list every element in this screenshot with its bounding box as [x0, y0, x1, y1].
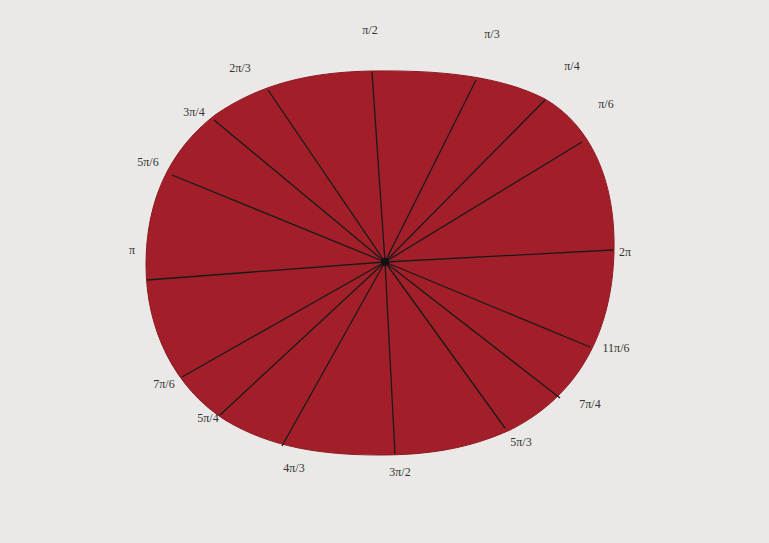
sector-lines — [147, 72, 613, 454]
angle-label: 3π/2 — [389, 466, 410, 478]
angle-label: 5π/6 — [137, 156, 158, 168]
angle-label: π/3 — [484, 28, 499, 40]
angle-label: 11π/6 — [603, 342, 630, 354]
angle-label: π/4 — [564, 60, 579, 72]
center-pin — [381, 258, 389, 266]
angle-label: 4π/3 — [283, 462, 304, 474]
angle-label: 5π/4 — [197, 412, 218, 424]
angle-label: 7π/4 — [579, 398, 600, 410]
angle-label: 2π/3 — [229, 62, 250, 74]
angle-label: 2π — [619, 246, 631, 258]
angle-label: 5π/3 — [510, 436, 531, 448]
angle-label: π — [129, 244, 135, 256]
red-circle — [146, 71, 614, 455]
angle-label: π/2 — [362, 24, 377, 36]
angle-label: 3π/4 — [183, 106, 204, 118]
angle-label: 7π/6 — [153, 378, 174, 390]
angle-label: π/6 — [598, 98, 613, 110]
